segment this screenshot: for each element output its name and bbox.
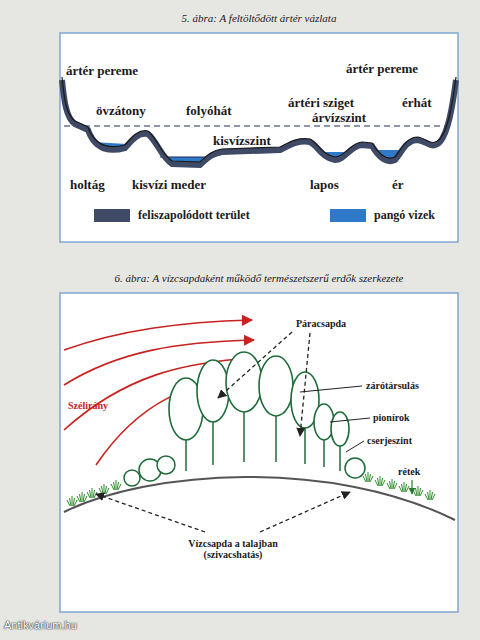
- leader-line: [346, 441, 364, 452]
- dashed-arrow: [300, 333, 310, 436]
- tree-crown: [197, 360, 229, 422]
- wind-arrow: [64, 320, 252, 350]
- watermark: Antikvárium.hu: [4, 619, 77, 631]
- part-label: kisvízszint: [213, 134, 271, 148]
- grass: [104, 484, 105, 494]
- shrub: [157, 456, 175, 474]
- figure-frame: [60, 33, 458, 242]
- tree-crown: [331, 412, 349, 446]
- part-label: holtág: [70, 178, 105, 192]
- tree-trunk: [275, 416, 277, 462]
- flood-level-line: [64, 125, 454, 126]
- grass: [390, 481, 392, 489]
- figure-frame: [60, 293, 458, 612]
- grass: [116, 480, 117, 490]
- leader-line: [330, 418, 370, 422]
- dashed-arrow: [260, 492, 350, 532]
- grass: [430, 490, 431, 500]
- leader-arrow: [411, 480, 412, 494]
- grass: [70, 498, 72, 506]
- wind-arrow: [64, 358, 254, 430]
- part-label: árvízszint: [312, 111, 366, 125]
- tree-trunk: [212, 422, 214, 465]
- grass: [82, 492, 83, 502]
- leader-line: [300, 386, 362, 392]
- grass: [74, 500, 77, 506]
- part-label: folyóhát: [186, 104, 232, 118]
- tree-crown: [259, 356, 293, 416]
- tree-trunk: [323, 440, 325, 467]
- silted-ground: [62, 80, 456, 165]
- grass: [402, 484, 404, 492]
- part-label: lapos: [310, 178, 339, 192]
- tree-crown: [226, 352, 262, 412]
- grass: [92, 488, 93, 498]
- grass: [366, 474, 368, 482]
- tree-trunk: [304, 428, 306, 464]
- grass: [118, 484, 121, 490]
- grass: [418, 486, 419, 496]
- grass: [368, 472, 369, 482]
- part-label: ártér pereme: [66, 64, 138, 78]
- ground-profile: [62, 77, 456, 162]
- grass: [420, 490, 423, 496]
- grass: [404, 482, 405, 492]
- forest: [67, 352, 435, 506]
- grass: [416, 488, 418, 496]
- part-label: érhát: [402, 96, 432, 110]
- grass: [378, 478, 380, 486]
- part-label: övzátony: [96, 104, 146, 118]
- part-label: cserjeszint: [367, 435, 412, 446]
- grass: [394, 483, 397, 489]
- grass: [428, 492, 430, 500]
- tree-trunk: [243, 412, 245, 462]
- grass: [94, 492, 97, 498]
- grass: [80, 494, 82, 502]
- tree-trunk: [185, 440, 187, 471]
- grass: [392, 479, 393, 489]
- part-label: rétek: [398, 466, 420, 477]
- grass: [102, 486, 104, 494]
- figure-caption: 5. ábra: A feltöltődött ártér vázlata: [182, 12, 337, 24]
- grass: [432, 494, 435, 500]
- part-label: zárótársulás: [366, 380, 419, 391]
- grass: [114, 482, 116, 490]
- dashed-arrow: [96, 494, 205, 532]
- grass: [380, 476, 381, 486]
- part-label: kisvízi meder: [132, 178, 206, 192]
- legend-swatch: [330, 209, 366, 222]
- shrub: [124, 470, 140, 486]
- shrub: [345, 458, 365, 478]
- part-label: pionírok: [373, 412, 410, 423]
- dashed-arrow: [218, 332, 292, 398]
- legend-label: feliszapolódott terület: [138, 208, 250, 223]
- figure-caption: 6. ábra: A vízcsapdaként működő természe…: [115, 272, 404, 284]
- legend-swatch: [94, 209, 130, 222]
- grass: [84, 496, 87, 502]
- legend-label: pangó vizek: [374, 208, 435, 223]
- grass: [106, 488, 109, 494]
- part-label: ártéri sziget: [288, 96, 354, 110]
- grass: [72, 496, 73, 506]
- grass: [90, 490, 92, 498]
- ground-arc: [64, 477, 455, 520]
- tree-trunk: [339, 446, 341, 471]
- grass: [370, 476, 373, 482]
- part-label: Szélirány: [68, 400, 108, 411]
- part-label: Páracsapda: [296, 318, 346, 329]
- part-label: ártér pereme: [346, 62, 418, 76]
- grass: [406, 486, 409, 492]
- part-label: ér: [392, 178, 404, 192]
- part-label: Vízcsapda a talajban (szivacshatás): [171, 538, 295, 560]
- grass: [382, 480, 385, 486]
